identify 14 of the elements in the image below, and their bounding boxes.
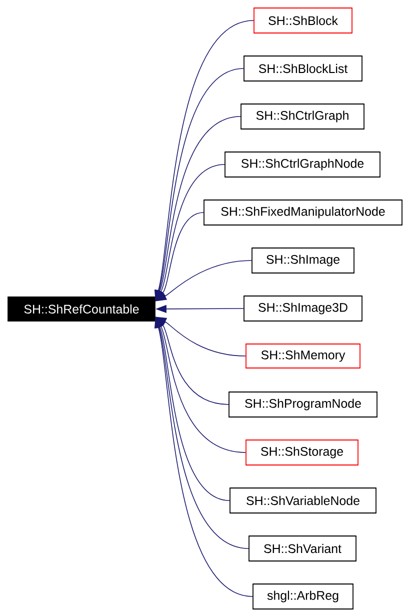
class-box: SH::ShVariableNode	[230, 488, 376, 514]
class-box: SH::ShImage3D	[244, 296, 362, 322]
class-box: SH::ShStorage	[246, 440, 358, 466]
class-box: SH::ShImage	[252, 248, 354, 274]
class-box: SH::ShRefCountable	[8, 296, 156, 322]
class-box: SH::ShCtrlGraphNode	[224, 152, 380, 178]
class-box: SH::ShBlock	[254, 8, 352, 34]
class-box: SH::ShProgramNode	[228, 392, 378, 418]
class-box: SH::ShVariant	[248, 536, 356, 562]
class-box: SH::ShCtrlGraph	[240, 104, 364, 130]
class-box: SH::ShBlockList	[244, 56, 362, 82]
class-box: SH::ShMemory	[246, 344, 360, 368]
class-box: SH::ShFixedManipulatorNode	[204, 200, 402, 226]
class-box: shgl::ArbReg	[252, 584, 354, 610]
